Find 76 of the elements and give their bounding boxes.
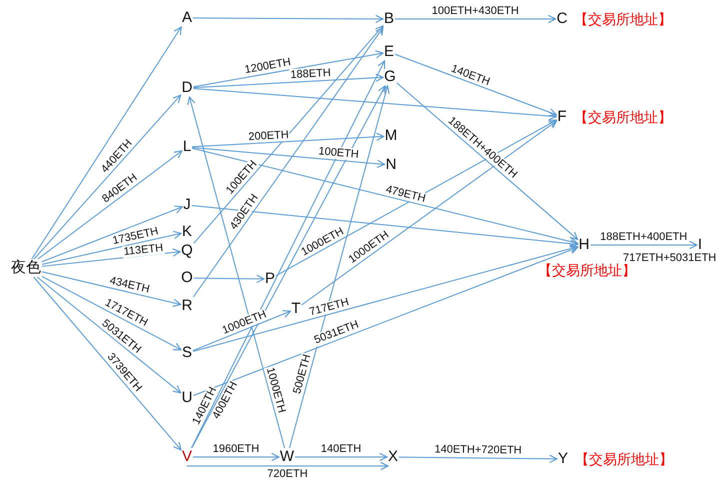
address-label: B xyxy=(384,10,394,28)
edge-label: 717ETH xyxy=(308,296,352,318)
address-label: W xyxy=(280,448,294,466)
arrow xyxy=(42,271,182,307)
address-label: T xyxy=(291,300,301,318)
arrow xyxy=(192,310,291,352)
address-label: N xyxy=(386,156,396,174)
address-label: S xyxy=(182,344,192,362)
address-label: X xyxy=(388,448,398,466)
address-label: G xyxy=(384,68,396,86)
amount-label: 717ETH+5031ETH xyxy=(622,252,718,264)
arrow xyxy=(192,452,280,462)
edge-label: 140ETH xyxy=(320,443,362,455)
arrow xyxy=(394,14,556,24)
arrow xyxy=(193,25,384,244)
arrow xyxy=(301,120,557,306)
address-label: O xyxy=(181,269,193,287)
address-label: L xyxy=(182,138,192,156)
arrow xyxy=(396,82,578,240)
address-label: F xyxy=(557,108,567,126)
edge-label: 100ETH xyxy=(317,146,361,162)
arrow xyxy=(398,454,558,463)
edge-label: 200ETH xyxy=(246,128,290,143)
address-label: M xyxy=(384,127,398,145)
address-label: E xyxy=(384,43,394,61)
address-label: U xyxy=(182,389,192,407)
edge-label: 113ETH xyxy=(122,241,165,258)
address-label: I xyxy=(698,236,702,254)
exchange-note: 【交易所地址】 xyxy=(575,451,673,467)
edge-label: 720ETH xyxy=(266,468,309,480)
address-label: A xyxy=(182,9,192,27)
address-label: K xyxy=(182,223,192,241)
arrow xyxy=(192,27,384,298)
arrow xyxy=(31,26,182,260)
arrow xyxy=(192,246,578,396)
arrow xyxy=(193,274,265,283)
arrow xyxy=(186,462,389,470)
arrow xyxy=(192,14,384,24)
edge-label: 188ETH+400ETH xyxy=(599,231,688,243)
arrow xyxy=(294,452,388,462)
arrow xyxy=(288,85,390,448)
arrow xyxy=(276,120,557,276)
arrow xyxy=(192,244,578,352)
exchange-note: 【交易所地址】 xyxy=(574,11,672,27)
address-label: V xyxy=(182,448,192,466)
arrow xyxy=(590,240,698,250)
arrow xyxy=(33,276,182,450)
address-label: J xyxy=(183,196,191,214)
arrow xyxy=(192,50,384,88)
arrow xyxy=(191,204,578,248)
address-label: H xyxy=(578,236,590,254)
exchange-note: 【交易所地址】 xyxy=(574,109,672,125)
arrow xyxy=(192,88,557,120)
arrow xyxy=(42,230,182,265)
address-label: Q xyxy=(181,242,193,260)
arrow xyxy=(192,148,578,246)
edge-label: 1960ETH xyxy=(212,443,260,455)
address-label: Y xyxy=(558,450,568,468)
edge-label: 100ETH+430ETH xyxy=(430,5,520,17)
arrow xyxy=(187,96,286,448)
arrow xyxy=(36,276,182,394)
arrow xyxy=(42,276,182,350)
edge-label: 188ETH xyxy=(289,67,332,82)
arrow xyxy=(42,206,183,262)
address-label: D xyxy=(182,79,192,97)
arrow xyxy=(192,146,386,168)
arrow xyxy=(37,150,182,260)
address-label: R xyxy=(182,297,192,315)
arrow xyxy=(394,54,557,116)
address-label: P xyxy=(265,270,275,288)
arrow xyxy=(192,74,384,88)
arrow xyxy=(192,132,384,148)
edge-label: 479ETH xyxy=(384,182,428,205)
address-label: C xyxy=(556,10,568,28)
arrow xyxy=(34,94,182,260)
address-label: 夜色 xyxy=(11,259,41,277)
